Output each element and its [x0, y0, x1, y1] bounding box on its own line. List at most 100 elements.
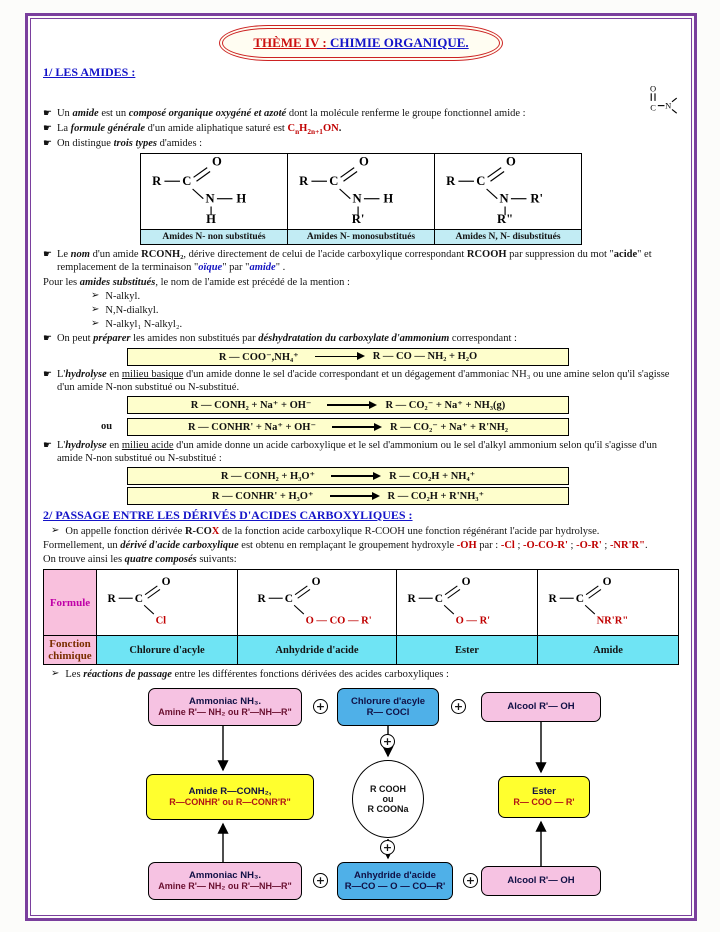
svg-text:H: H: [206, 212, 216, 224]
passage-diagram: Ammoniac NH₃. Amine R'— NH₂ ou R'—NH—R" …: [43, 684, 687, 915]
svg-text:Cl: Cl: [156, 616, 167, 627]
structure-anhydride: R C O O — CO — R': [258, 576, 372, 627]
sub-bullet-nalkyl12: ➢ N-alkyl₁ N-alkyl₂.: [91, 318, 679, 331]
box-line: Amide R—CONH₂,: [188, 786, 272, 798]
arrow-bullet-icon: ➢: [91, 289, 100, 301]
box-line: R— COO — R': [513, 797, 575, 808]
svg-text:N: N: [665, 100, 671, 110]
circle-acide-carboxylique: R COOH ou R COONa: [352, 759, 424, 838]
caption-monosubstitues: Amides N- monosubstitués: [287, 229, 435, 246]
section-1-heading: 1/ LES AMIDES :: [43, 65, 136, 79]
arrow-bullet-icon: ➢: [51, 668, 60, 680]
svg-text:R: R: [258, 593, 267, 605]
svg-text:N: N: [353, 192, 362, 206]
svg-text:R: R: [446, 174, 456, 188]
table-row-fonctions: Fonction chimique Chlorure d'acyle Anhyd…: [43, 635, 679, 666]
arrow-bullet-icon: ➢: [91, 303, 100, 315]
box-line: Amine R'— NH₂ ou R'—NH—R": [158, 881, 292, 892]
box-line: Alcool R'— OH: [507, 875, 575, 887]
page-border-frame: THÈME IV : CHIMIE ORGANIQUE. 1/ LES AMID…: [25, 13, 697, 921]
reaction-arrow-icon: [327, 401, 378, 408]
svg-text:C: C: [329, 174, 338, 188]
hand-bullet-icon: ☛: [43, 249, 52, 261]
hand-bullet-icon: ☛: [43, 137, 52, 149]
svg-text:H: H: [236, 192, 246, 206]
hand-bullet-icon: ☛: [43, 333, 52, 345]
section-2-heading: 2/ PASSAGE ENTRE LES DÉRIVÉS D'ACIDES CA…: [43, 508, 413, 523]
amide-structure-disubstitue: R C O N R' R": [446, 155, 543, 226]
hand-bullet-icon: ☛: [43, 368, 52, 380]
plus-icon: +: [451, 698, 466, 714]
svg-text:C: C: [182, 174, 191, 188]
svg-text:O: O: [359, 155, 369, 169]
ou-row: ou R — CONHR' + Na⁺ + OH⁻ R — CO₂⁻ + Na⁺…: [101, 416, 679, 438]
paragraph-hydrolyse-acide: ☛ L'hydrolyse en milieu acide d'un amide…: [43, 439, 679, 465]
corner-fonction-chimique: Fonction chimique: [43, 635, 97, 666]
svg-text:O: O: [650, 83, 656, 93]
fonction-amide: Amide: [537, 635, 679, 666]
box-alcool-top: Alcool R'— OH: [481, 691, 601, 722]
paragraph-general-formula: ☛ La formule générale d'un amide aliphat…: [43, 122, 679, 136]
page-title-theme: THÈME IV :: [253, 35, 327, 50]
reaction-arrow-icon: [332, 423, 383, 430]
paragraph-text: Un amide est un composé organique oxygén…: [56, 108, 526, 119]
svg-text:H: H: [383, 192, 393, 206]
paragraph-substitues-intro: Pour les amides substitués, le nom de l'…: [43, 276, 350, 288]
sub-bullet-text: N-alkyl₁ N-alkyl₂.: [105, 318, 183, 330]
amide-structure-monosubstitue: R C O N H R': [299, 155, 393, 226]
box-ammoniac-bottom: Ammoniac NH₃. Amine R'— NH₂ ou R'—NH—R": [148, 861, 302, 900]
reaction-hydrolyse-acide-2: R — CONHR' + H₃O⁺ R — CO₂H + R'NH₃⁺: [127, 487, 569, 506]
caption-nonsubstitues: Amides N- non substitués: [140, 229, 288, 246]
reaction-dehydratation: R — COO⁻,NH₄⁺ R — CO — NH₂ + H₂O: [127, 347, 569, 366]
reaction-hydrolyse-acide-1: R — CONH₂ + H₃O⁺ R — CO₂H + NH₄⁺: [127, 467, 569, 486]
structure-cell-monosubstitue: R C O N H R': [287, 153, 435, 231]
circle-line: R COOH: [370, 783, 406, 794]
arrow-bullet-icon: ➢: [91, 317, 100, 329]
paragraph-text: On peut préparer les amides non substitu…: [56, 333, 517, 345]
table-row-structures: R C O N H H R C O: [140, 153, 582, 231]
table-row-captions: Amides N- non substitués Amides N- monos…: [140, 229, 582, 246]
reaction-left: R — CONH₂ + Na⁺ + OH⁻: [190, 399, 312, 411]
svg-text:C: C: [435, 593, 443, 605]
fonction-anhydride: Anhydride d'acide: [237, 635, 397, 666]
page-title: THÈME IV : CHIMIE ORGANIQUE.: [219, 25, 503, 61]
corner-formule: Formule: [43, 569, 97, 637]
svg-text:O: O: [506, 155, 516, 169]
reaction-right: R — CO — NH₂ + H₂O: [372, 351, 478, 363]
svg-text:R': R': [352, 212, 365, 224]
sub-bullet-nalkyl: ➢ N-alkyl.: [91, 290, 679, 303]
paragraph-preparation: ☛ On peut préparer les amides non substi…: [43, 332, 679, 346]
box-line: R—CO — O — CO—R': [344, 880, 446, 892]
structure-chlorure-acyle: R C O Cl: [108, 576, 171, 627]
svg-text:R: R: [108, 593, 117, 605]
structure-cell-amide: R C O NR'R": [537, 569, 679, 637]
box-line: Ammoniac NH₃.: [189, 696, 261, 708]
box-line: R— COCl: [366, 706, 410, 718]
plus-icon: +: [463, 872, 478, 888]
structure-cell-disubstitue: R C O N R' R": [434, 153, 582, 231]
box-line: Ammoniac NH₃.: [189, 870, 261, 882]
fonction-ester: Ester: [396, 635, 538, 666]
paragraph-fonction-derivee: ➢ On appelle fonction dérivée R-COX de l…: [51, 525, 679, 538]
page-title-subject: CHIMIE ORGANIQUE.: [326, 35, 469, 50]
svg-text:R": R": [497, 212, 513, 224]
svg-text:C: C: [576, 593, 584, 605]
circle-line: R COONa: [367, 803, 409, 814]
reaction-arrow-icon: [329, 492, 380, 499]
structure-amide: R C O NR'R": [549, 576, 629, 627]
reaction-right: R — CO₂⁻ + Na⁺ + NH₃(g): [385, 399, 506, 411]
derives-table: Formule R C O Cl: [43, 569, 679, 666]
sub-bullet-text: N-alkyl.: [105, 290, 141, 302]
amide-structure-nonsubstitue: R C O N H H: [152, 155, 246, 226]
svg-text:R: R: [549, 593, 558, 605]
ou-label: ou: [101, 421, 113, 433]
svg-text:N: N: [206, 192, 215, 206]
title-banner: THÈME IV : CHIMIE ORGANIQUE.: [43, 25, 679, 61]
reaction-right: R — CO₂⁻ + Na⁺ + R'NH₂: [390, 421, 509, 433]
svg-text:R: R: [152, 174, 162, 188]
svg-text:R: R: [408, 593, 417, 605]
hand-bullet-icon: ☛: [43, 439, 52, 451]
box-line: Alcool R'— OH: [507, 701, 575, 713]
svg-text:O: O: [603, 576, 612, 588]
reaction-arrow-icon: [331, 472, 382, 479]
